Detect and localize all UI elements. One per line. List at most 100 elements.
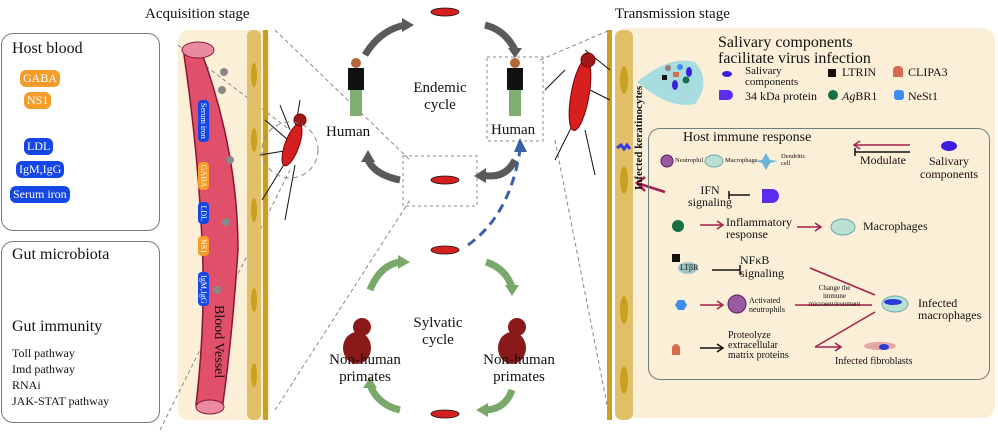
sylvatic-host-right-line1: Non-human <box>483 352 555 368</box>
legend-salivary-label: Salivary components <box>745 66 798 88</box>
sylvatic-title-line1: Sylvatic <box>413 315 463 331</box>
vessel-tag-ns1: NS1 <box>198 236 209 257</box>
proteolyze-line3: matrix proteins <box>728 350 789 361</box>
cell-macrophage-label: Macrophage <box>725 157 758 164</box>
legend-34kda-icon <box>719 90 733 100</box>
vessel-tag-serum-iron: Serum iron <box>198 100 209 142</box>
inflammatory-label: Inflammatory response <box>726 216 792 240</box>
saliva-contents <box>662 64 692 90</box>
legend-nest1-label: NeSt1 <box>908 89 938 103</box>
change-microenvironment-label: Change the immune microenvironment <box>797 284 872 308</box>
mosquito-focus-box <box>402 155 478 207</box>
endemic-host-right: Human <box>491 122 536 138</box>
inhibition-lines <box>700 148 910 353</box>
left-skin-layer <box>247 30 268 420</box>
legend-agbr1-icon <box>828 90 838 100</box>
right-skin-layer <box>607 30 633 420</box>
nfkb-line1: NFκB <box>740 253 770 267</box>
factor-ns1: NS1 <box>24 92 52 109</box>
change-line3: microenvironment <box>808 300 861 308</box>
sylvatic-arrowheads <box>363 255 519 417</box>
sylvatic-host-right: Non-human primates <box>474 352 564 386</box>
activated-neutrophils-label: Activated neutrophils <box>749 296 785 314</box>
ifn-line2: signaling <box>688 195 732 209</box>
acquisition-stage-title: Acquisition stage <box>145 6 250 22</box>
legend-clipa3-icon <box>893 66 903 77</box>
sylvatic-host-left: Non-human primates <box>320 352 410 386</box>
immune-arrows <box>700 140 910 352</box>
salivary-title: Salivary components facilitate virus inf… <box>718 35 871 67</box>
infected-macrophages-line1: Infected <box>918 296 958 310</box>
sylvatic-cycle-title: Sylvatic cycle <box>408 315 468 349</box>
change-line1: Change the <box>818 284 851 292</box>
legend-agbr1-suffix: BR1 <box>855 89 878 103</box>
factor-igm-igg: IgM,IgG <box>16 161 65 178</box>
human-figures <box>348 58 523 116</box>
legend-salivary-icon <box>722 71 732 77</box>
nfkb-label: NFκB signaling <box>740 254 784 280</box>
salivary-source-label: Salivary components <box>920 155 978 181</box>
endemic-title-line2: cycle <box>424 97 456 113</box>
immune-title: Host immune response <box>683 130 812 145</box>
endemic-cycle-title: Endemic cycle <box>410 80 470 114</box>
bite-site-circle <box>261 121 319 179</box>
legend-ltrin-label: LTRIN <box>842 65 877 79</box>
cell-dendritic-line2: cell <box>781 160 791 167</box>
host-blood-title: Host blood <box>12 40 83 57</box>
legend-agbr1-prefix: Ag <box>842 89 856 103</box>
immune-response-panel <box>648 128 990 380</box>
factor-ldl: LDL <box>24 138 54 155</box>
salivary-source-line2: components <box>920 167 978 181</box>
factor-gaba: GABA <box>20 70 61 87</box>
vessel-tags: Serum iron GABA LDL NS1 IgM,IgG <box>196 100 214 307</box>
vessel-tag-ldl: LDL <box>198 202 209 225</box>
proteolyze-line2: extracellular <box>728 340 778 351</box>
endemic-host-left: Human <box>326 124 371 140</box>
gut-microbiota-title: Gut microbiota <box>12 246 110 263</box>
sylvatic-title-line2: cycle <box>422 332 454 348</box>
change-line2: immune <box>823 292 846 300</box>
salivary-title-line2: facilitate virus infection <box>718 50 871 67</box>
proteolyze-line1: Proteolyze <box>728 330 771 341</box>
activated-line1: Activated <box>749 296 781 305</box>
infected-keratinocytes-label: Infected keratinocytes <box>633 85 645 190</box>
sylvatic-host-left-line1: Non-human <box>329 352 401 368</box>
primate-figures <box>343 318 526 364</box>
spillover-arrowhead <box>514 138 527 152</box>
macrophages-label: Macrophages <box>863 219 928 233</box>
infected-macrophages-line2: macrophages <box>918 308 982 322</box>
human-focus-box <box>486 56 544 142</box>
gut-panel <box>1 241 160 423</box>
vessel-tag-igm-igg: IgM,IgG <box>198 272 209 307</box>
blood-vessel-label: Blood Vessel <box>211 305 226 379</box>
cell-neutrophil-label: Neutrophil <box>675 157 704 164</box>
ltbr-label: LTβR <box>680 263 699 272</box>
cycle-mosquitoes <box>430 7 460 419</box>
nfkb-line2: signaling <box>740 266 784 280</box>
legend-salivary-line1: Salivary <box>745 65 782 77</box>
salivary-source-line1: Salivary <box>929 154 969 168</box>
sylvatic-cycle-arrows <box>366 258 516 414</box>
sylvatic-host-right-line2: primates <box>493 369 545 385</box>
legend-nest1-icon <box>894 90 904 100</box>
spillover-arrow <box>467 149 522 247</box>
sylvatic-host-left-line2: primates <box>339 369 391 385</box>
vessel-tag-gaba: GABA <box>198 161 209 191</box>
cell-dendritic-label: Dendritic cell <box>781 153 806 167</box>
legend-salivary-line2: components <box>745 76 799 88</box>
modulate-label: Modulate <box>860 153 906 167</box>
ifn-line1: IFN <box>700 183 720 197</box>
legend-clipa3-label: CLIPA3 <box>908 65 948 79</box>
legend-agbr1-label: AgBR1 <box>842 89 877 104</box>
infected-fibroblasts-label: Infected fibroblasts <box>835 356 913 367</box>
salivary-title-line1: Salivary components <box>718 34 853 51</box>
activated-line2: neutrophils <box>749 305 785 314</box>
inflammatory-line2: response <box>726 227 768 241</box>
pathway-toll: Toll pathway <box>12 346 75 360</box>
infected-macrophages-label: Infected macrophages <box>918 297 981 321</box>
legend-ltrin-icon <box>828 69 836 77</box>
proteolyze-label: Proteolyze extracellular matrix proteins <box>728 331 789 361</box>
infection-arrow <box>639 182 666 194</box>
immune-symbols <box>660 141 957 355</box>
pathway-rnai: RNAi <box>12 378 41 392</box>
